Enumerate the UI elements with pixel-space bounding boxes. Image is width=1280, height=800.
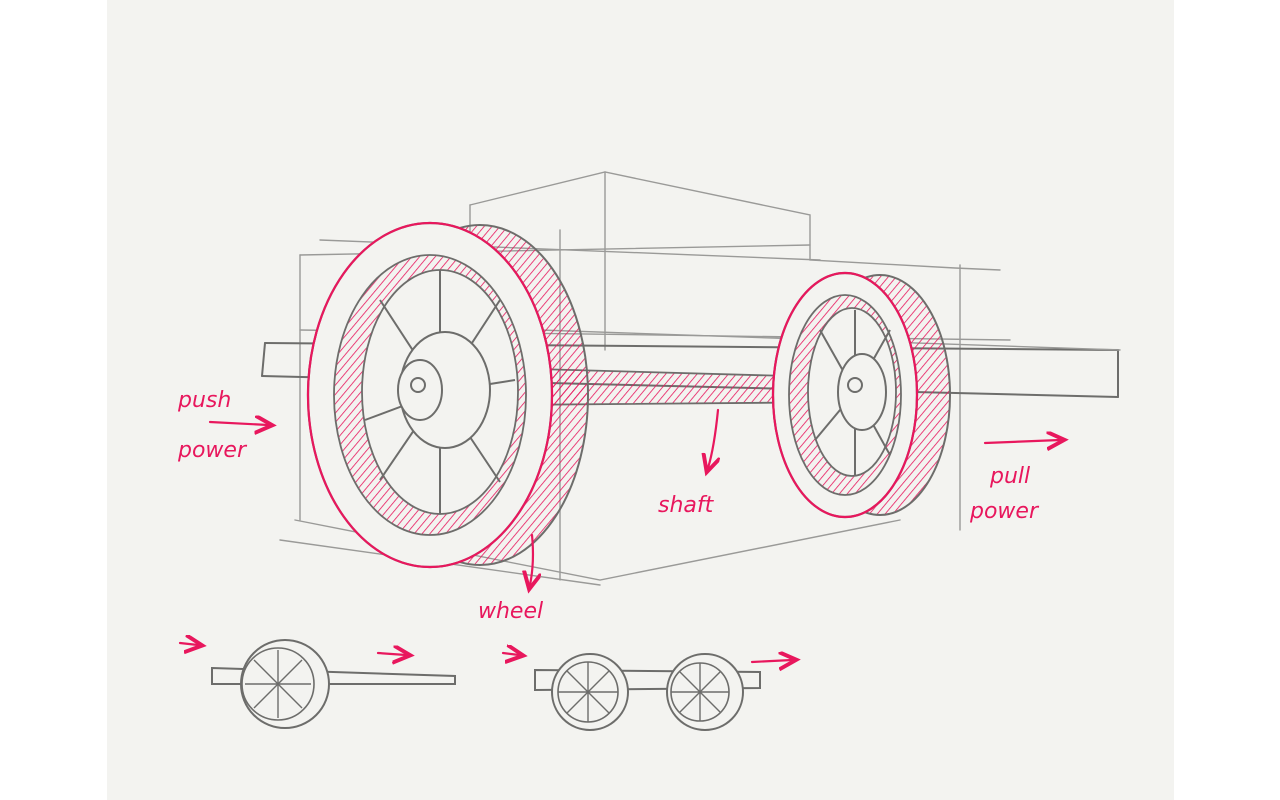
label-pull: pull [989, 464, 1030, 489]
push-arrow [208, 422, 268, 425]
label-push-power: power [177, 438, 248, 463]
label-pull-power: power [969, 499, 1040, 524]
pull-arrow [983, 440, 1060, 443]
front-wheel [306, 221, 589, 569]
rear-wheel [771, 271, 951, 519]
thumbnail-single-wheel [178, 640, 456, 729]
annotation-arrows [208, 408, 1060, 585]
wheel-pointer-arrow [530, 533, 533, 585]
label-wheel: wheel [478, 599, 543, 624]
label-push: push [177, 388, 231, 413]
label-shaft: shaft [658, 493, 715, 518]
thumbnail-two-wheels [501, 653, 792, 731]
shaft-pointer-arrow [708, 408, 718, 468]
